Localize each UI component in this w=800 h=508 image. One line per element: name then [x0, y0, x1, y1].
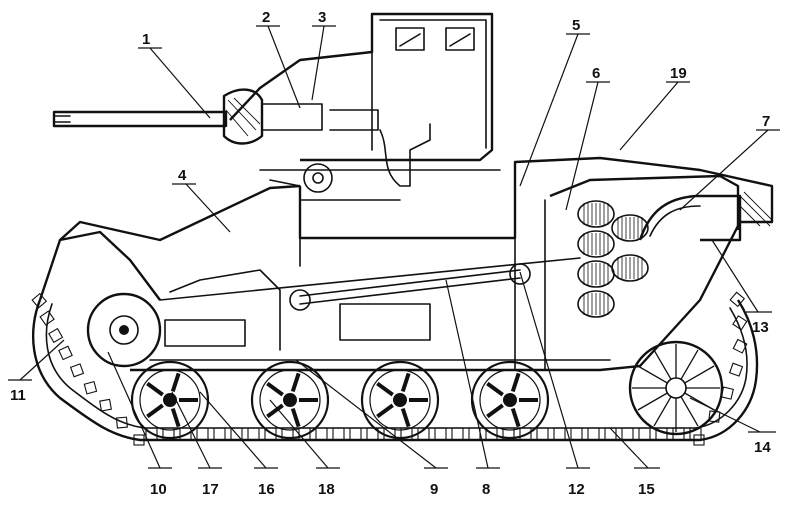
track-assembly — [31, 291, 759, 446]
road-wheel — [470, 360, 550, 440]
track-link — [39, 310, 55, 326]
cylinder — [577, 290, 615, 318]
track-link — [213, 427, 226, 441]
callout-17: 17 — [202, 481, 219, 498]
callout-9: 9 — [430, 481, 438, 498]
drive-sprocket — [86, 292, 162, 368]
track-link — [519, 427, 532, 441]
track-link — [48, 327, 64, 344]
track-link — [587, 427, 600, 441]
track-link — [729, 291, 746, 308]
track-link — [281, 427, 294, 441]
track-link — [400, 427, 413, 441]
track-link — [366, 427, 379, 441]
track-link — [31, 292, 48, 309]
track-link — [732, 338, 748, 354]
main-gun — [52, 110, 228, 128]
track-link — [179, 427, 192, 441]
track-links — [31, 291, 748, 446]
track-link — [133, 434, 145, 446]
track-link — [58, 345, 73, 361]
road-wheel — [250, 360, 330, 440]
road-wheel — [360, 360, 440, 440]
track-link — [332, 427, 345, 441]
cylinder — [577, 200, 615, 228]
track-link — [485, 427, 498, 441]
idler-wheel — [628, 340, 724, 436]
callout-2: 2 — [262, 9, 270, 26]
track-link — [693, 434, 705, 446]
callout-6: 6 — [592, 65, 600, 82]
callout-1: 1 — [142, 31, 150, 48]
cylinder — [611, 254, 649, 282]
cylinder — [577, 230, 615, 258]
track-link — [536, 427, 549, 441]
track-link — [553, 427, 566, 441]
callout-13: 13 — [752, 319, 769, 336]
callout-4: 4 — [178, 167, 187, 184]
callout-16: 16 — [258, 481, 275, 498]
road-wheel — [130, 360, 210, 440]
track-link — [315, 427, 328, 441]
track-link — [468, 427, 481, 441]
callout-18: 18 — [318, 481, 335, 498]
cylinder — [611, 214, 649, 242]
track-link — [451, 427, 464, 441]
track-link — [99, 398, 112, 412]
track-link — [162, 427, 175, 441]
track-link — [83, 380, 98, 395]
hull — [38, 156, 774, 372]
track-link — [732, 315, 748, 331]
callout-11: 11 — [10, 387, 26, 404]
track-link — [604, 427, 617, 441]
track-link — [115, 416, 128, 429]
callout-5: 5 — [572, 17, 580, 34]
callout-15: 15 — [638, 481, 655, 498]
track-link — [621, 427, 634, 441]
cylinder — [577, 260, 615, 288]
drive-line — [164, 263, 531, 347]
track-link — [230, 427, 243, 441]
callout-7: 7 — [762, 113, 770, 130]
track-link — [264, 427, 277, 441]
track-link — [728, 362, 744, 377]
track-link — [196, 427, 209, 441]
callout-3: 3 — [318, 9, 326, 26]
track-link — [570, 427, 583, 441]
callout-14: 14 — [754, 439, 771, 456]
engine — [549, 174, 773, 318]
track-link — [145, 427, 158, 441]
callout-8: 8 — [482, 481, 490, 498]
track-link — [689, 427, 702, 441]
road-wheels — [130, 360, 550, 440]
callout-10: 10 — [150, 481, 167, 498]
track-link — [69, 363, 85, 378]
callout-labels: 1 2 3 4 5 6 7 8 9 10 11 12 13 14 15 16 1… — [10, 9, 771, 498]
track-link — [434, 427, 447, 441]
turret — [222, 12, 501, 201]
engine-cylinders — [577, 200, 649, 318]
track-link — [638, 427, 651, 441]
track-link — [502, 427, 515, 441]
callout-12: 12 — [568, 481, 585, 498]
track-link — [349, 427, 362, 441]
leader-lines — [8, 25, 780, 469]
callout-19: 19 — [670, 65, 687, 82]
track-link — [247, 427, 260, 441]
